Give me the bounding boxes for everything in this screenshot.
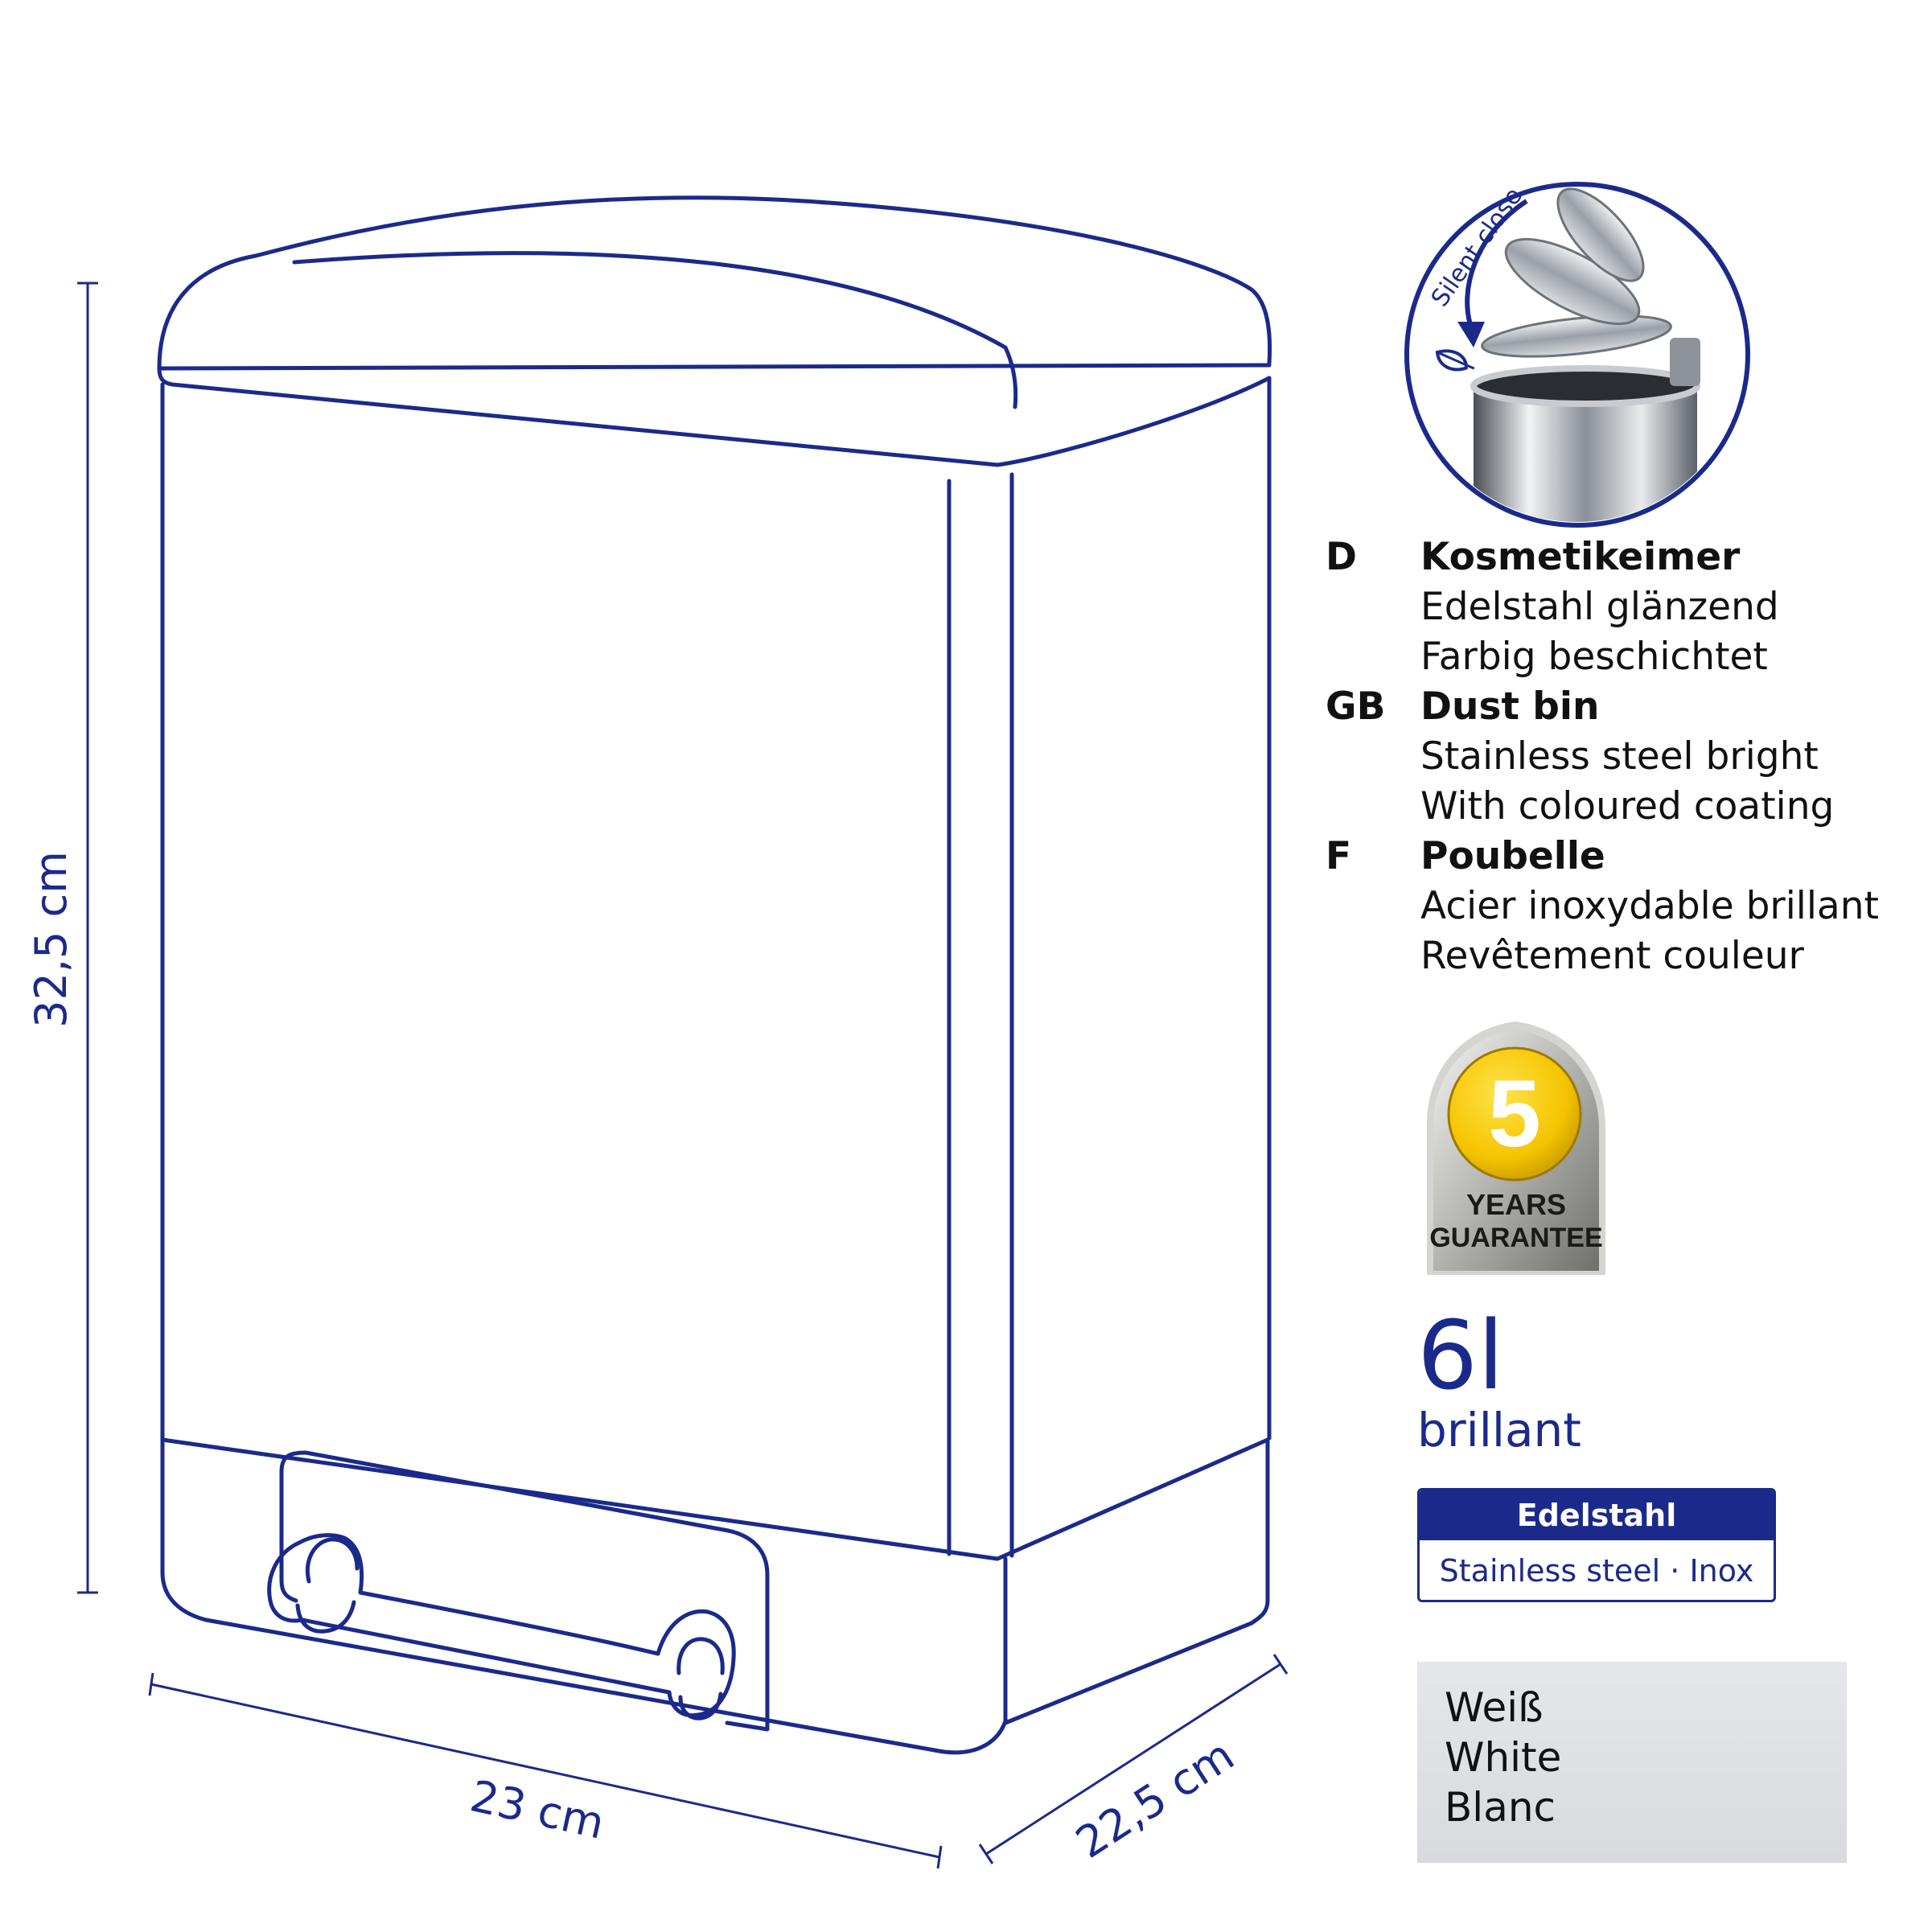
depth-dimension (978, 1654, 1289, 1864)
colour-name: White (1445, 1734, 1562, 1781)
height-label: 32,5 cm (26, 851, 76, 1028)
colour-name: Blanc (1445, 1784, 1556, 1831)
material-subtitle: Stainless steel · Inox (1439, 1553, 1754, 1589)
product-description: D Kosmetikeimer Edelstahl glänzend Farbi… (1326, 532, 1921, 981)
lang-code: GB (1326, 684, 1386, 729)
guarantee-badge: 5 YEARS GUARANTEE (1427, 1021, 1605, 1275)
bin-lid (157, 195, 1272, 371)
product-line: Acier inoxydable brillant (1420, 884, 1879, 928)
bin-base (160, 1437, 1000, 1561)
product-title: Poubelle (1420, 834, 1605, 878)
lang-block-gb: GB Dust bin Stainless steel bright With … (1326, 682, 1921, 832)
product-line: With coloured coating (1420, 784, 1835, 828)
product-title: Kosmetikeimer (1420, 535, 1741, 579)
silent-close-illustration: Silent close (1404, 182, 1750, 528)
feather-icon (1435, 349, 1475, 372)
lang-block-de: D Kosmetikeimer Edelstahl glänzend Farbi… (1326, 532, 1921, 682)
product-line: Farbig beschichtet (1420, 635, 1768, 679)
lang-block-f: F Poubelle Acier inoxydable brillant Rev… (1326, 832, 1921, 981)
depth-label: 22,5 cm (1067, 1729, 1243, 1868)
capacity-volume: 6l (1417, 1300, 1504, 1411)
capacity-finish: brillant (1417, 1403, 1582, 1457)
material-heading: Edelstahl (1420, 1490, 1774, 1540)
guarantee-line1: YEARS (1466, 1188, 1566, 1221)
bin-body (160, 376, 1272, 1442)
colour-name: Weiß (1445, 1684, 1544, 1731)
product-line: Stainless steel bright (1420, 734, 1819, 779)
lang-code: F (1326, 834, 1352, 878)
product-title: Dust bin (1420, 684, 1600, 729)
product-line: Revêtement couleur (1420, 934, 1804, 978)
guarantee-number: 5 (1488, 1061, 1541, 1167)
material-label: Edelstahl Stainless steel · Inox (1417, 1488, 1776, 1602)
lang-code: D (1326, 535, 1358, 579)
height-dimension (77, 282, 98, 1594)
colour-swatch: Weiß White Blanc (1417, 1662, 1847, 1863)
pedal-plate (279, 1450, 770, 1732)
capacity-block: 6l brillant (1417, 1307, 1581, 1457)
width-label: 23 cm (466, 1770, 609, 1849)
pedal-handle (267, 1533, 660, 1656)
guarantee-line2: GUARANTEE (1429, 1223, 1602, 1253)
product-line: Edelstahl glänzend (1420, 585, 1779, 629)
width-dimension (148, 1672, 943, 1869)
bin-outline (157, 195, 1272, 1755)
